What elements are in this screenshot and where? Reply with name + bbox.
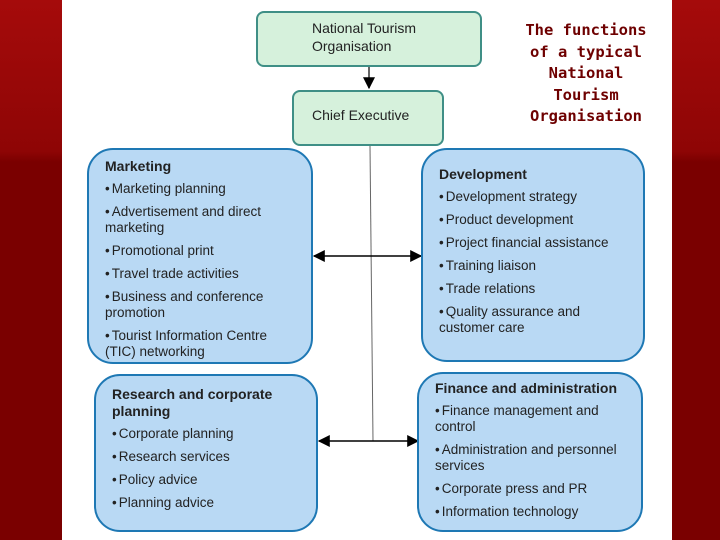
box-marketing: Marketing Marketing planning Advertiseme… xyxy=(87,148,313,364)
development-item: Quality assurance and customer care xyxy=(439,304,631,336)
slide-title: The functions of a typical National Tour… xyxy=(525,21,647,126)
finance-item: Finance management and control xyxy=(435,403,629,435)
box-national-tourism-organisation-label: National Tourism Organisation xyxy=(312,20,417,54)
research-item: Policy advice xyxy=(112,472,304,488)
development-item: Development strategy xyxy=(439,189,631,205)
box-finance-title: Finance and administration xyxy=(435,380,618,396)
development-item: Project financial assistance xyxy=(439,235,631,251)
box-chief-executive-label: Chief Executive xyxy=(312,107,410,123)
marketing-item: Promotional print xyxy=(105,243,299,259)
box-finance-list: Finance management and control Administr… xyxy=(435,403,629,520)
box-chief-executive: Chief Executive xyxy=(292,90,444,146)
left-frame-band xyxy=(0,0,62,540)
box-finance-administration: Finance and administration Finance manag… xyxy=(417,372,643,532)
box-marketing-list: Marketing planning Advertisement and dir… xyxy=(105,181,299,360)
development-item: Product development xyxy=(439,212,631,228)
development-item: Training liaison xyxy=(439,258,631,274)
marketing-item: Business and conference promotion xyxy=(105,289,299,321)
box-research-list: Corporate planning Research services Pol… xyxy=(112,426,304,511)
box-national-tourism-organisation: National Tourism Organisation xyxy=(256,11,482,67)
box-research-corporate-planning: Research and corporate planning Corporat… xyxy=(94,374,318,532)
research-item: Corporate planning xyxy=(112,426,304,442)
research-item: Planning advice xyxy=(112,495,304,511)
finance-item: Corporate press and PR xyxy=(435,481,629,497)
right-frame-band xyxy=(672,0,720,540)
research-item: Research services xyxy=(112,449,304,465)
connector-trunk xyxy=(369,145,374,442)
box-development-title: Development xyxy=(439,166,527,182)
finance-item: Administration and personnel services xyxy=(435,442,629,474)
marketing-item: Travel trade activities xyxy=(105,266,299,282)
marketing-item: Marketing planning xyxy=(105,181,299,197)
box-research-title: Research and corporate planning xyxy=(112,386,273,419)
marketing-item: Advertisement and direct marketing xyxy=(105,204,299,236)
box-development: Development Development strategy Product… xyxy=(421,148,645,362)
development-item: Trade relations xyxy=(439,281,631,297)
finance-item: Information technology xyxy=(435,504,629,520)
marketing-item: Tourist Information Centre (TIC) network… xyxy=(105,328,299,360)
box-marketing-title: Marketing xyxy=(105,158,172,174)
box-development-list: Development strategy Product development… xyxy=(439,189,631,336)
